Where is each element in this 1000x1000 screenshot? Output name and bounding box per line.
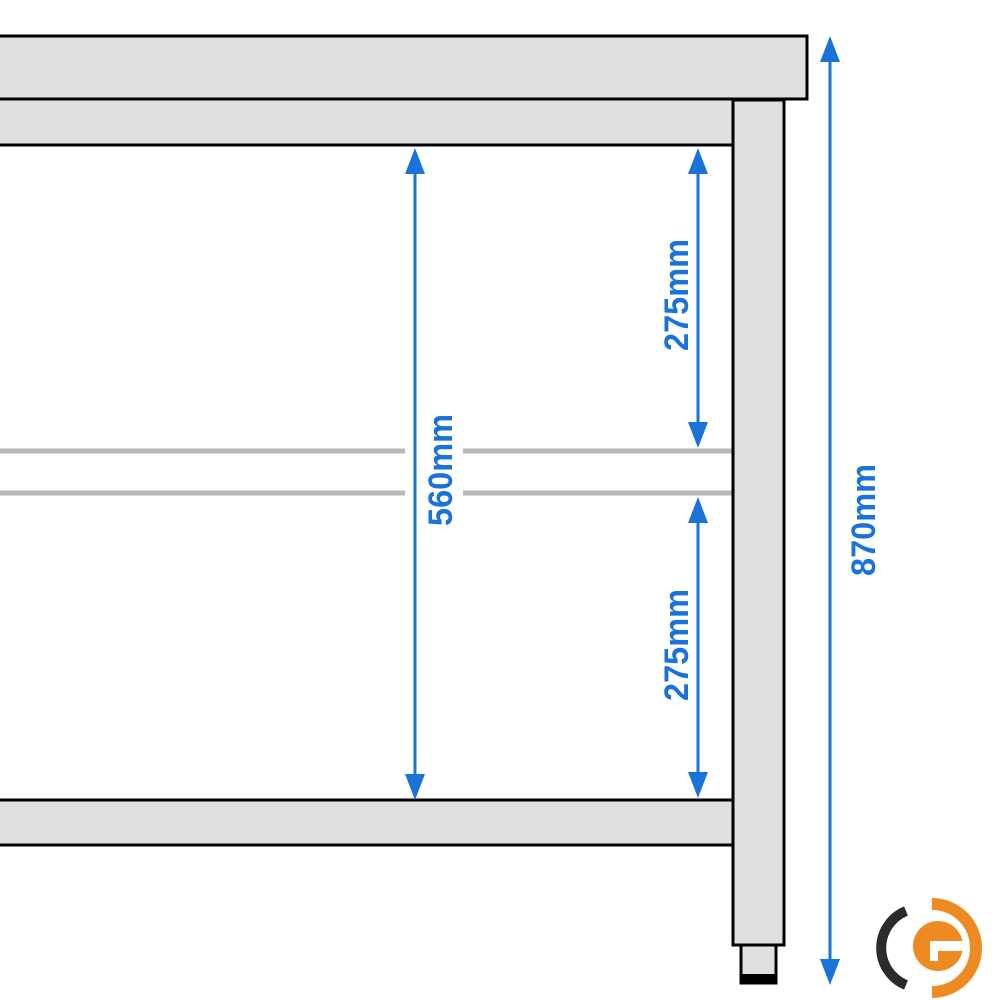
dimension-label-560: 560mm <box>422 414 460 526</box>
bottom-rail <box>0 798 735 847</box>
tabletop <box>0 34 809 101</box>
top-apron <box>0 97 735 147</box>
dimension-label-275-upper: 275mm <box>658 239 696 351</box>
dimension-870: 870mm <box>820 36 883 985</box>
leg-foot-base <box>741 974 776 984</box>
brand-logo-icon <box>876 898 982 998</box>
dimension-275-upper: 275mm <box>658 148 708 448</box>
dimension-label-275-lower: 275mm <box>658 589 696 701</box>
dimension-560: 560mm <box>405 148 460 800</box>
dimension-275-lower: 275mm <box>658 497 708 798</box>
dimension-label-870: 870mm <box>845 464 883 576</box>
leg <box>731 98 786 947</box>
middle-shelf <box>0 448 733 496</box>
